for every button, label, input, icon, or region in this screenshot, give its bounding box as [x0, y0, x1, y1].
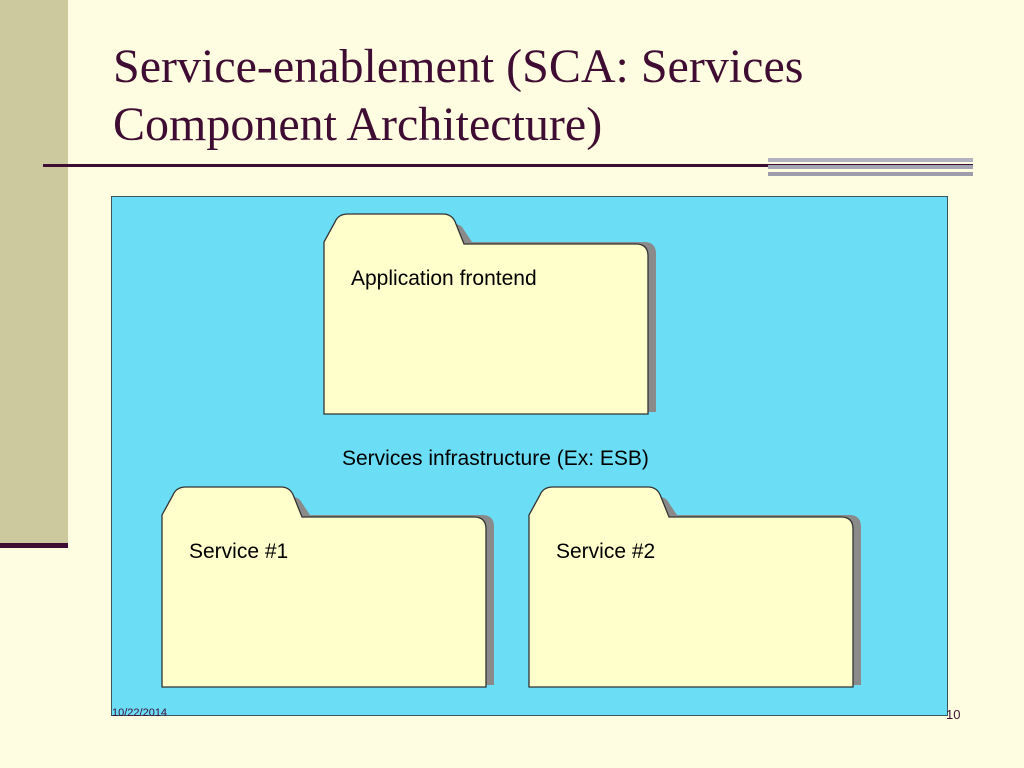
title-line-2: Component Architecture): [113, 98, 603, 151]
services-infrastructure-label: Services infrastructure (Ex: ESB): [342, 447, 649, 470]
title-accent-stripes: [768, 158, 973, 180]
folder-icon: [323, 213, 656, 415]
footer-date: 10/22/2014: [112, 707, 168, 719]
application-frontend-folder: Application frontend: [322, 212, 658, 422]
slide-title: Service-enablement (SCA: Services Compon…: [113, 38, 993, 154]
service-2-label: Service #2: [556, 540, 656, 563]
left-accent-bar: [0, 543, 68, 548]
left-decorative-band: [0, 0, 68, 545]
page-number: 10: [946, 707, 961, 722]
service-1-label: Service #1: [189, 540, 289, 563]
folder-icon: [528, 486, 861, 688]
title-line-1: Service-enablement (SCA: Services: [113, 40, 804, 93]
service-1-folder: Service #1: [160, 485, 496, 695]
title-underline: [43, 164, 973, 167]
service-2-folder: Service #2: [527, 485, 863, 695]
folder-icon: [161, 486, 494, 688]
application-frontend-label: Application frontend: [351, 267, 537, 290]
